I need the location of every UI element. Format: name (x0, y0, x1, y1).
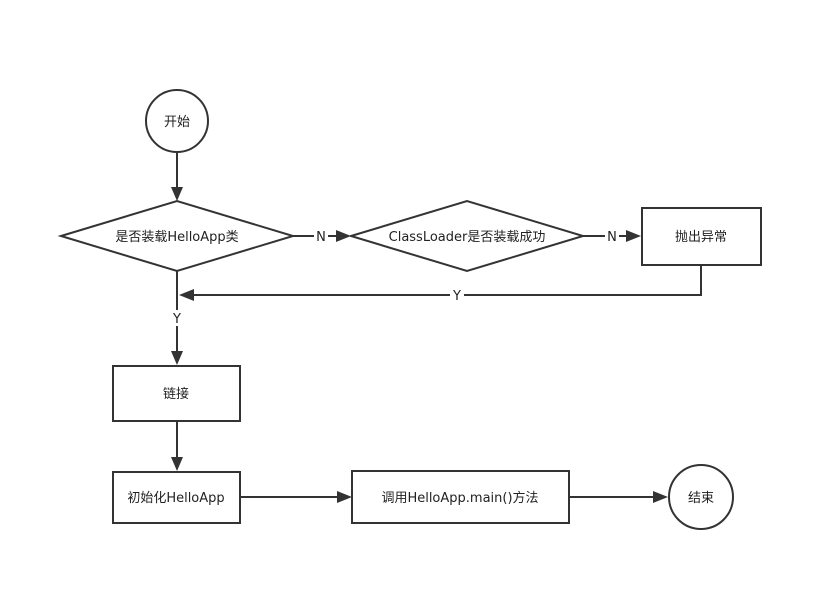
edge-classloader-to-throw: N (583, 228, 641, 245)
process-call-main-label: 调用HelloApp.main()方法 (381, 490, 538, 506)
decision-classloader: ClassLoader是否装载成功 (347, 199, 587, 273)
end-node: 结束 (668, 464, 734, 530)
edge-check-loaded-to-classloader: N (293, 228, 351, 245)
edge-throw-back-yes: Y (179, 265, 702, 304)
process-init: 初始化HelloApp (112, 471, 241, 524)
process-link: 链接 (112, 365, 241, 422)
edge-label-no: N (316, 230, 326, 245)
process-throw-exception-label: 抛出异常 (675, 230, 727, 245)
process-throw-exception: 抛出异常 (641, 207, 762, 266)
edge-start-to-check-loaded (171, 152, 183, 201)
end-label: 结束 (688, 491, 714, 506)
edge-link-to-init (171, 421, 183, 471)
process-call-main: 调用HelloApp.main()方法 (351, 470, 570, 524)
start-label: 开始 (164, 115, 190, 130)
edge-label-yes: Y (172, 312, 181, 327)
process-link-label: 链接 (163, 386, 189, 402)
start-node: 开始 (145, 89, 209, 153)
decision-check-loaded: 是否装载HelloApp类 (57, 199, 297, 273)
process-init-label: 初始化HelloApp (127, 491, 224, 506)
edge-check-loaded-to-link: Y (169, 271, 185, 365)
edge-call-main-to-end (569, 491, 668, 503)
edge-label-yes: Y (452, 289, 461, 304)
decision-check-loaded-label: 是否装载HelloApp类 (115, 230, 238, 245)
decision-classloader-label: ClassLoader是否装载成功 (389, 230, 546, 245)
edge-label-no: N (607, 230, 617, 245)
edge-init-to-call-main (240, 491, 352, 503)
